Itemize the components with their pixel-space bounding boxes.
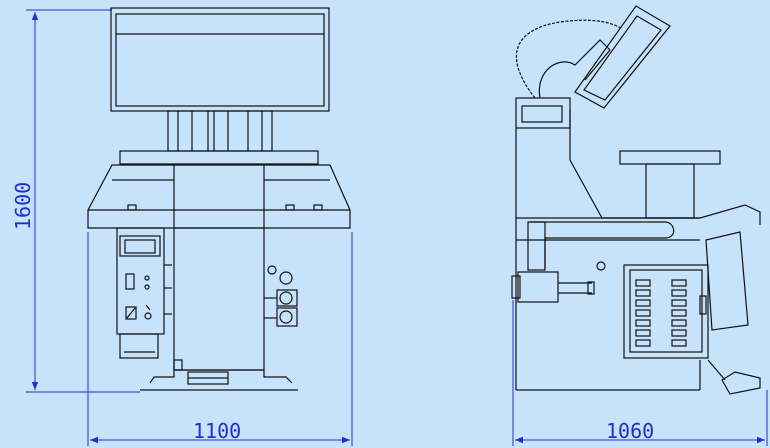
front-width-dimension [87,232,353,446]
side-width-label: 1060 [606,419,654,443]
front-view [87,7,351,391]
height-dimension [26,9,140,393]
side-view [511,5,761,395]
vent-slots-left [635,279,651,347]
front-width-label: 1100 [193,419,241,443]
vent-slots-right [671,279,687,347]
height-label: 1600 [11,182,35,230]
side-width-dimension [512,300,768,446]
